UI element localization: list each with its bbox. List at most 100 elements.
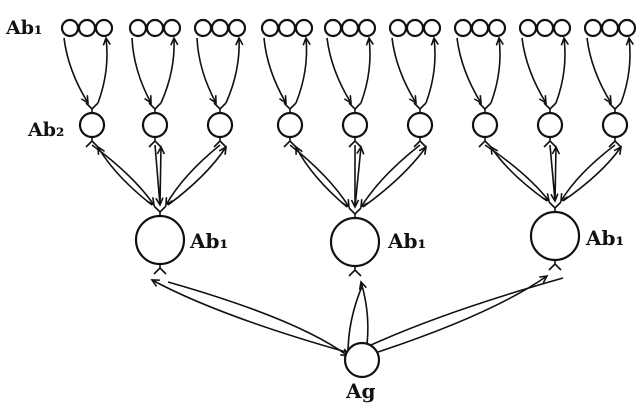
top-ab1-node xyxy=(227,18,247,38)
ab2-node xyxy=(341,111,369,139)
ab1-node xyxy=(329,216,381,268)
edge-ab2-to-ab1 xyxy=(165,144,221,206)
ab2-node xyxy=(601,111,629,139)
arrowhead xyxy=(603,95,612,105)
top-ab1-node xyxy=(470,18,490,38)
edge-ab2-to-ab1 xyxy=(360,144,421,208)
top-ab1-node xyxy=(583,18,603,38)
ab2-node xyxy=(536,111,564,139)
top-ab1-node xyxy=(422,18,442,38)
top-ab1-node xyxy=(617,18,637,38)
edge-top-to-ab2 xyxy=(586,37,612,104)
edge-ab2-to-top xyxy=(620,37,631,104)
edge-ab2-to-top xyxy=(490,37,501,104)
paratope-icon xyxy=(478,102,492,113)
arrowhead xyxy=(209,95,217,105)
ab2-node xyxy=(471,111,499,139)
arrowhead xyxy=(539,274,549,284)
paratope-icon xyxy=(348,207,362,218)
top-ab1-node xyxy=(535,18,555,38)
top-ab1-node xyxy=(77,18,97,38)
edge-ab1-to-ag xyxy=(167,281,349,357)
label-ab1-right: Ab₁ xyxy=(585,226,624,250)
arrowhead xyxy=(170,36,179,46)
idiotope-icon xyxy=(213,137,227,148)
edge-ab1-to-ag xyxy=(347,277,564,357)
idiotope-icon xyxy=(543,137,557,148)
top-ab1-node xyxy=(405,18,425,38)
idiotope-icon xyxy=(478,137,492,148)
edge-ab2-to-ab1 xyxy=(289,144,350,208)
arrowhead xyxy=(358,280,367,290)
edge-ab2-to-top xyxy=(425,37,436,104)
paratope-icon xyxy=(608,102,622,113)
top-ab1-node xyxy=(260,18,280,38)
arrowhead xyxy=(150,279,160,287)
paratope-icon xyxy=(153,205,167,216)
ab2-node xyxy=(78,111,106,139)
paratope-icon xyxy=(283,102,297,113)
top-ab1-node xyxy=(340,18,360,38)
edge-ab1-to-ab2 xyxy=(354,146,362,208)
edge-ab2-to-top xyxy=(555,37,566,104)
edge-ab2-to-top xyxy=(97,37,108,104)
edge-ab2-to-ab1 xyxy=(560,144,616,202)
top-ab1-node xyxy=(323,18,343,38)
idiotope-icon xyxy=(283,137,297,148)
ab2-node xyxy=(206,111,234,139)
edge-top-to-ab2 xyxy=(391,37,417,104)
top-ab1-node xyxy=(277,18,297,38)
nodes xyxy=(60,18,637,379)
arrowhead xyxy=(102,36,111,46)
edge-top-to-ab2 xyxy=(63,37,89,104)
paratope-icon xyxy=(213,102,227,113)
idiotope-icon xyxy=(548,260,562,271)
paratope-icon xyxy=(85,102,99,113)
top-ab1-node xyxy=(388,18,408,38)
ab2-node xyxy=(276,111,304,139)
edge-ab1-to-ab2 xyxy=(167,146,227,206)
paratope-icon xyxy=(543,102,557,113)
edge-ab1-to-ab2 xyxy=(562,146,622,202)
ab2-node xyxy=(406,111,434,139)
top-ab1-node xyxy=(128,18,148,38)
edge-ab2-to-ab1 xyxy=(91,144,155,206)
arrowhead xyxy=(560,36,569,46)
top-ab1-node xyxy=(487,18,507,38)
top-ab1-node xyxy=(162,18,182,38)
arrowhead xyxy=(365,36,374,46)
paratope-icon xyxy=(348,102,362,113)
arrowhead xyxy=(279,95,287,105)
edge-top-to-ab2 xyxy=(263,37,287,104)
label-ab1-left: Ab₁ xyxy=(189,229,228,253)
edge-ab1-to-ab2 xyxy=(490,146,548,202)
label-ab2: Ab₂ xyxy=(27,119,64,141)
arrowhead xyxy=(538,95,547,105)
interaction-arrows xyxy=(63,36,634,358)
idiotope-icon xyxy=(85,137,99,148)
idiotope-icon xyxy=(413,137,427,148)
arrowhead xyxy=(235,36,244,46)
arrowhead xyxy=(408,95,417,105)
edge-ab2-to-top xyxy=(225,37,240,104)
top-ab1-node xyxy=(94,18,114,38)
arrowhead xyxy=(495,36,504,46)
ab2-node xyxy=(141,111,169,139)
edge-top-to-ab2 xyxy=(521,37,547,104)
edge-ab1-to-ab2 xyxy=(362,146,427,208)
label-top-ab1: Ab₁ xyxy=(5,17,42,39)
top-ab1-node xyxy=(552,18,572,38)
paratope-icon xyxy=(413,102,427,113)
top-ab1-node xyxy=(357,18,377,38)
top-ab1-node xyxy=(210,18,230,38)
arrowhead xyxy=(343,95,352,105)
edge-ab2-to-top xyxy=(295,37,308,104)
idiotope-icon xyxy=(148,137,162,148)
paratope-icon xyxy=(548,201,562,212)
ab1-node xyxy=(529,210,581,262)
ab1-node xyxy=(134,214,186,266)
edge-top-to-ab2 xyxy=(326,37,352,104)
edge-ab1-to-ab2 xyxy=(295,146,348,208)
edge-ag-to-ab1 xyxy=(377,275,548,353)
